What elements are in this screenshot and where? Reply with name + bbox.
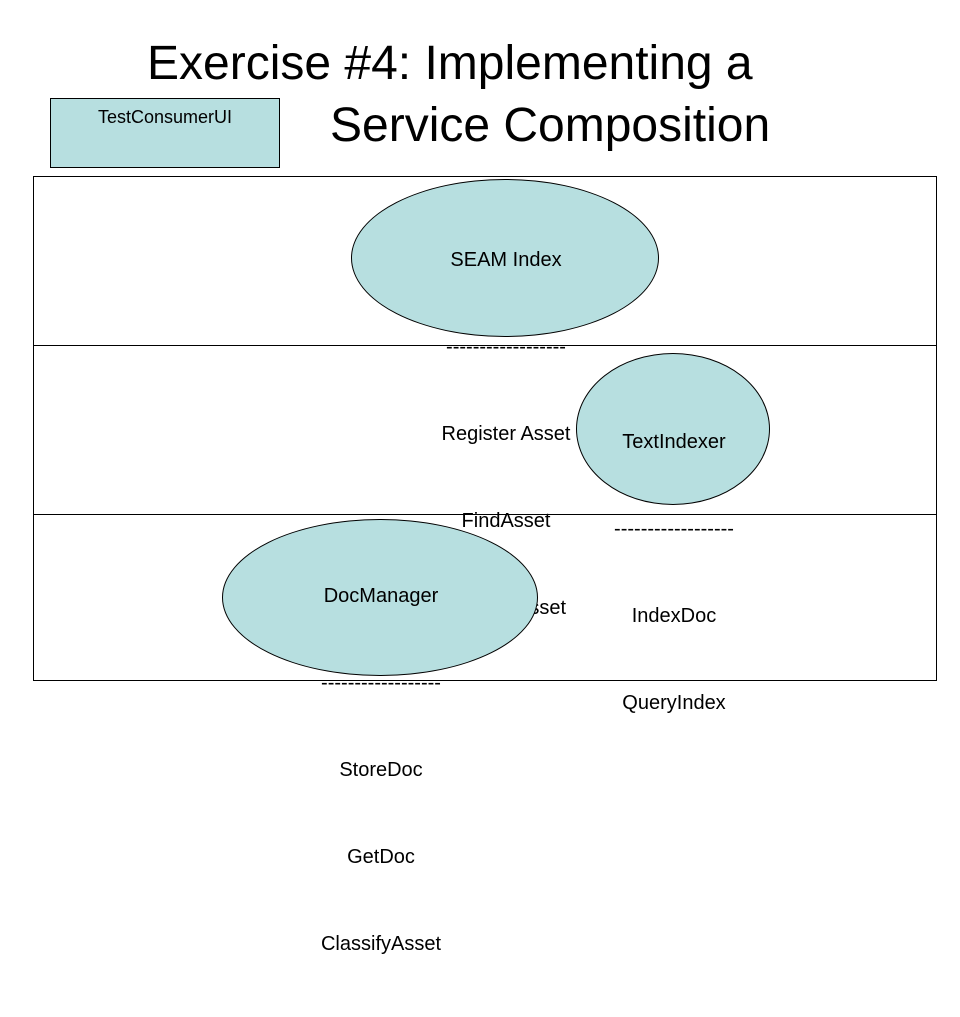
doc-manager-op-get-doc: GetDoc bbox=[347, 846, 415, 868]
test-consumer-box: TestConsumerUI bbox=[50, 98, 280, 168]
doc-manager-separator: ------------------ bbox=[321, 672, 441, 694]
tier-middle bbox=[33, 345, 937, 515]
text-indexer-separator: ------------------ bbox=[614, 518, 734, 540]
doc-manager-op-store-doc: StoreDoc bbox=[339, 759, 423, 781]
text-indexer-service: TextIndexer ------------------ IndexDoc … bbox=[576, 353, 770, 714]
text-indexer-op-query-index: QueryIndex bbox=[622, 692, 726, 714]
seam-index-op-register-asset: Register Asset bbox=[441, 423, 571, 445]
seam-index-name: SEAM Index bbox=[450, 249, 562, 271]
title-line-1: Exercise #4: Implementing a bbox=[147, 37, 753, 90]
seam-index-separator: ------------------ bbox=[446, 336, 566, 358]
doc-manager-name: DocManager bbox=[323, 585, 439, 607]
seam-index-service: SEAM Index ------------------ Register A… bbox=[351, 179, 659, 619]
title-line-2: Service Composition bbox=[330, 99, 771, 152]
doc-manager-op-classify-asset: ClassifyAsset bbox=[320, 933, 442, 955]
text-indexer-name: TextIndexer bbox=[622, 431, 726, 453]
doc-manager-service: DocManager ------------------ StoreDoc G… bbox=[222, 519, 538, 955]
test-consumer-label: TestConsumerUI bbox=[97, 107, 233, 127]
text-indexer-op-index-doc: IndexDoc bbox=[631, 605, 717, 627]
seam-index-op-find-asset: FindAsset bbox=[461, 510, 551, 532]
